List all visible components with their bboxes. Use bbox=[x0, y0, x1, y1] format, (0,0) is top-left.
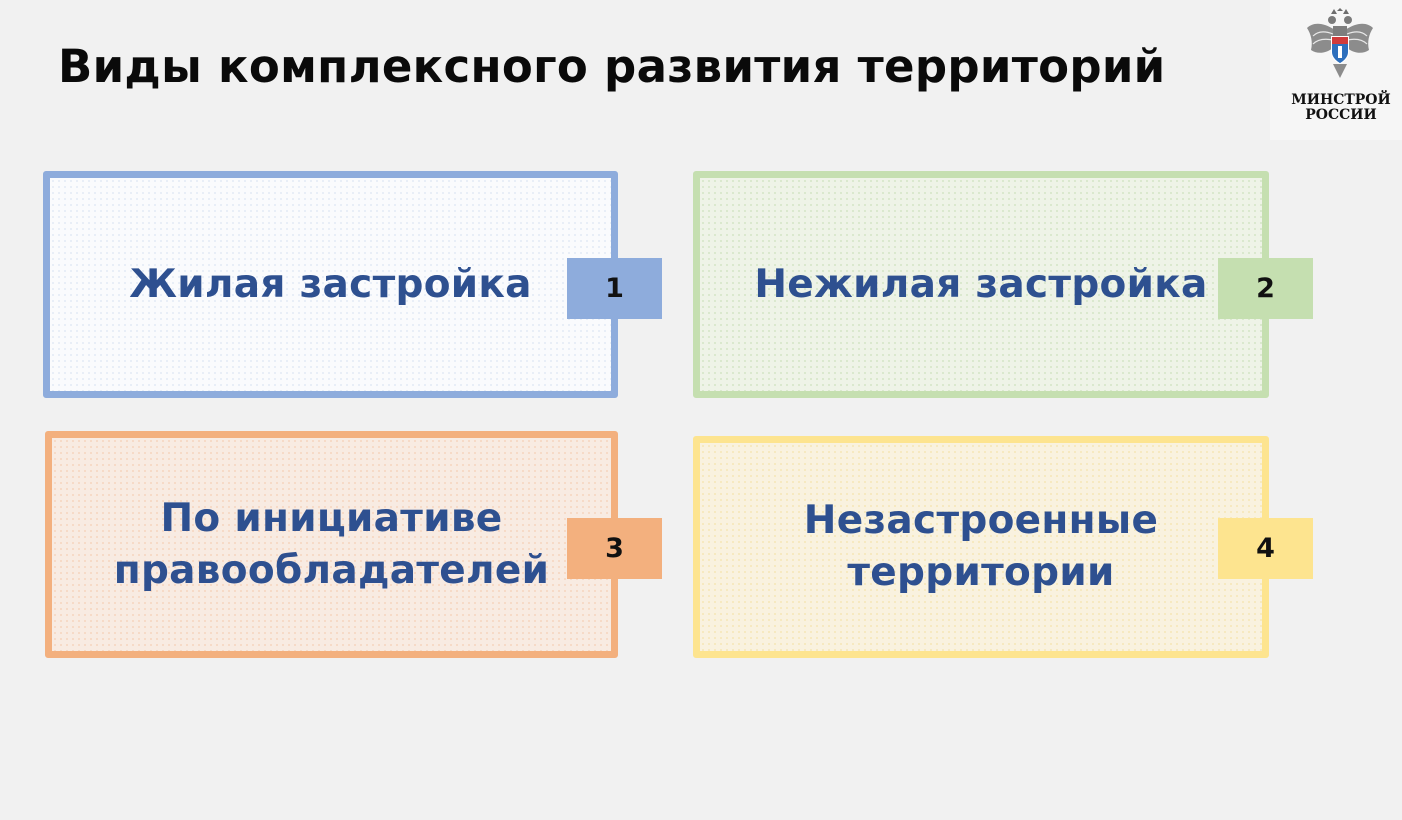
eagle-emblem-icon bbox=[1307, 8, 1373, 78]
card-label: Незастроенные территории bbox=[803, 498, 1159, 595]
logo-line-1: МИНСТРОЙ bbox=[1291, 92, 1391, 108]
card-label: Жилая застройка bbox=[129, 261, 532, 307]
card-non-residential: Нежилая застройка bbox=[693, 171, 1269, 398]
card-undeveloped: Незастроенные территории bbox=[693, 436, 1269, 658]
card-owner-initiative: По инициативе правообладателей bbox=[45, 431, 618, 658]
card-residential: Жилая застройка bbox=[43, 171, 618, 398]
logo-line-2: РОССИИ bbox=[1305, 107, 1377, 123]
ministry-logo: МИНСТРОЙ РОССИИ bbox=[1270, 0, 1402, 140]
page-title: Виды комплексного развития территорий bbox=[58, 40, 1166, 93]
card-number-badge: 4 bbox=[1218, 518, 1313, 579]
card-label: По инициативе правообладателей bbox=[113, 495, 550, 593]
card-label: Нежилая застройка bbox=[754, 261, 1208, 307]
card-number-badge: 2 bbox=[1218, 258, 1313, 319]
card-number-badge: 3 bbox=[567, 518, 662, 579]
card-number-badge: 1 bbox=[567, 258, 662, 319]
